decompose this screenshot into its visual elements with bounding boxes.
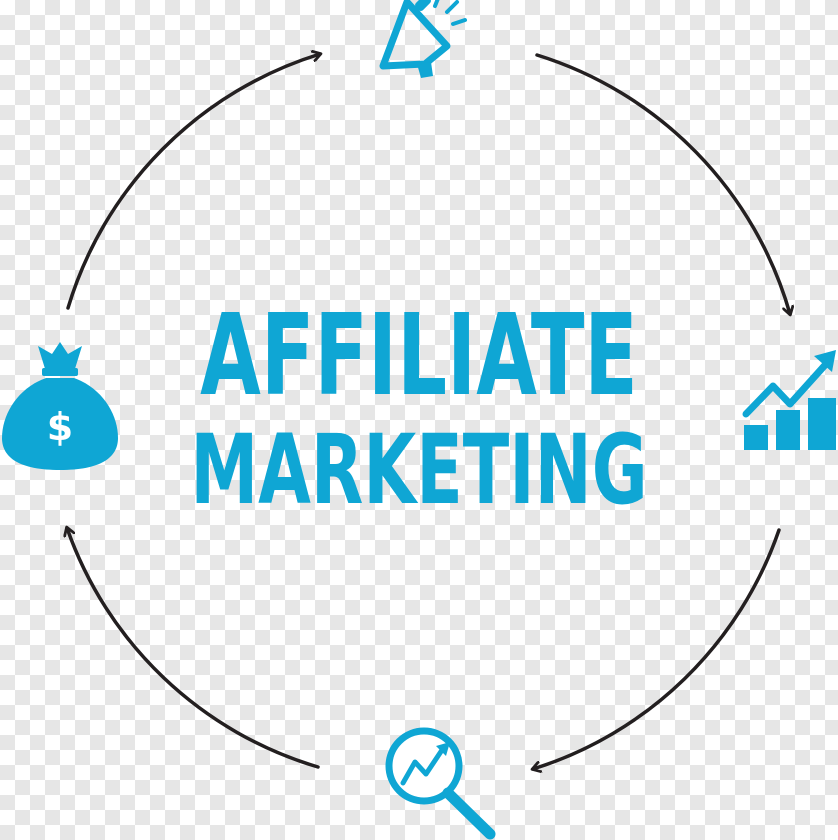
title-affiliate: AFFILIATE bbox=[200, 291, 638, 421]
cycle-arrow-top-to-right bbox=[535, 53, 790, 314]
cycle-arrow-right-to-bottom bbox=[533, 528, 781, 769]
cycle-arrow-bottom-to-left bbox=[67, 528, 320, 769]
cycle-arrow-left-to-top bbox=[66, 54, 320, 310]
magnifier-trend-icon bbox=[385, 727, 496, 840]
dollar-sign: $ bbox=[47, 405, 73, 449]
growth-chart-icon bbox=[742, 350, 836, 450]
money-bag-icon: $ bbox=[2, 342, 118, 470]
megaphone-icon bbox=[379, 0, 467, 78]
title-marketing: MARKETING bbox=[190, 414, 648, 526]
